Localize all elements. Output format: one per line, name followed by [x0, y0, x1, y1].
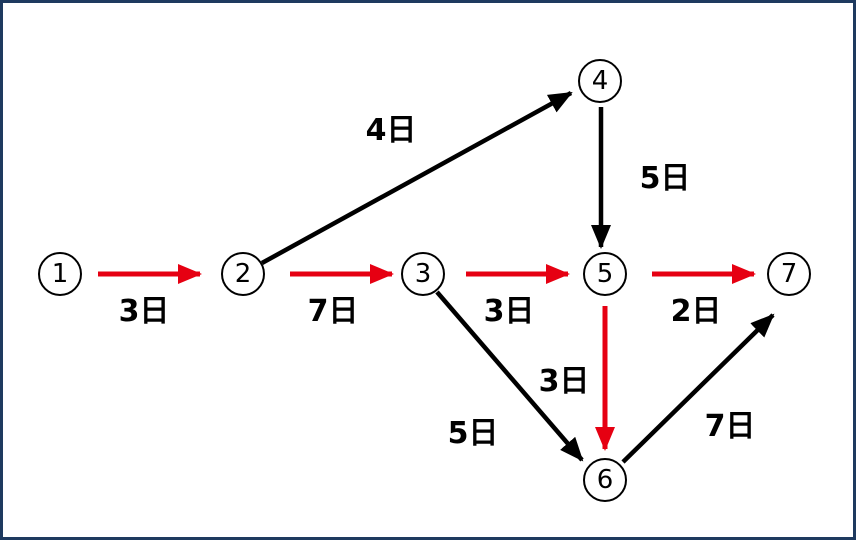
node-3: 3: [401, 252, 445, 296]
diagram-canvas: [98, 91, 775, 464]
edge-label-4-5: 5日: [639, 161, 691, 196]
edge-arrow-2-4: [260, 91, 573, 265]
edge-arrow-6-7: [621, 313, 775, 464]
node-4: 4: [578, 59, 622, 103]
edge-label-2-3: 7日: [307, 294, 359, 329]
node-5: 5: [583, 252, 627, 296]
edge-label-3-6: 5日: [447, 416, 499, 451]
edge-label-6-7: 7日: [704, 409, 756, 444]
edge-label-2-4: 4日: [365, 113, 417, 148]
edge-label-1-2: 3日: [118, 294, 170, 329]
node-6: 6: [583, 458, 627, 502]
node-1: 1: [38, 252, 82, 296]
node-7: 7: [767, 252, 811, 296]
edge-label-5-6: 3日: [538, 364, 590, 399]
edge-label-5-7: 2日: [670, 294, 722, 329]
edge-arrow-3-6: [435, 290, 584, 462]
edge-label-3-5: 3日: [483, 294, 535, 329]
node-2: 2: [221, 252, 265, 296]
